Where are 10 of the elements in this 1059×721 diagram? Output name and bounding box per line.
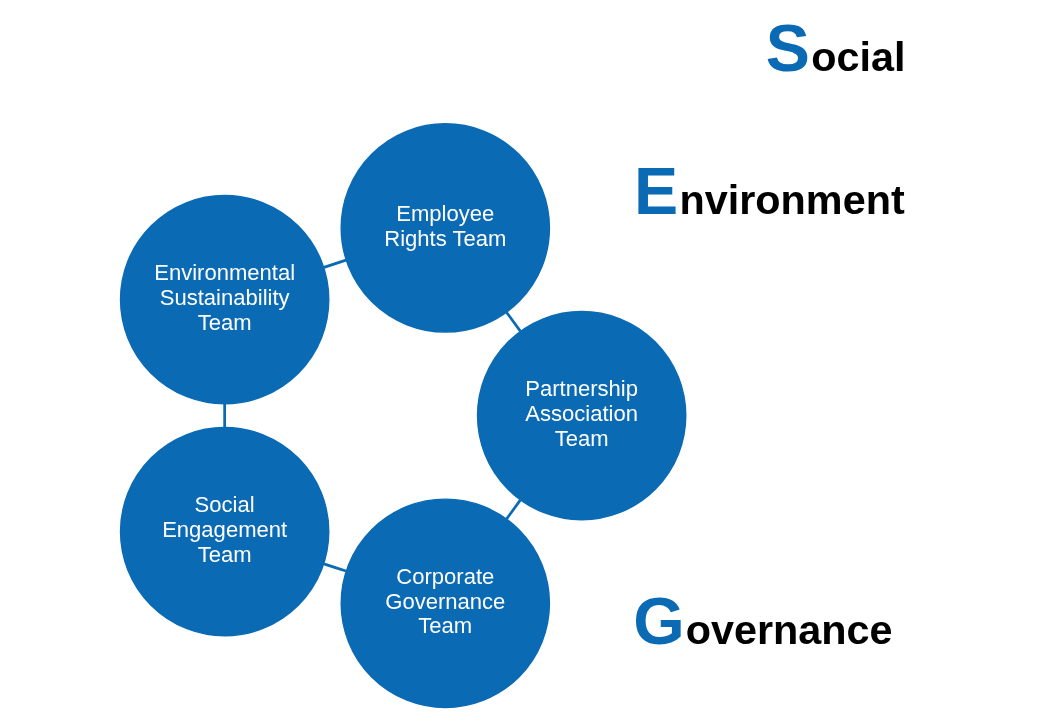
label: Social [765,10,905,85]
connector [505,311,521,332]
node-circle: Environmental Sustainability Team [119,194,329,405]
connector [323,258,346,269]
connector [222,404,226,428]
node-circle: Social Engagement Team [119,426,329,637]
label: Environment [633,154,905,229]
label: Governance [632,584,893,659]
connector [323,562,346,573]
connector [505,499,521,520]
